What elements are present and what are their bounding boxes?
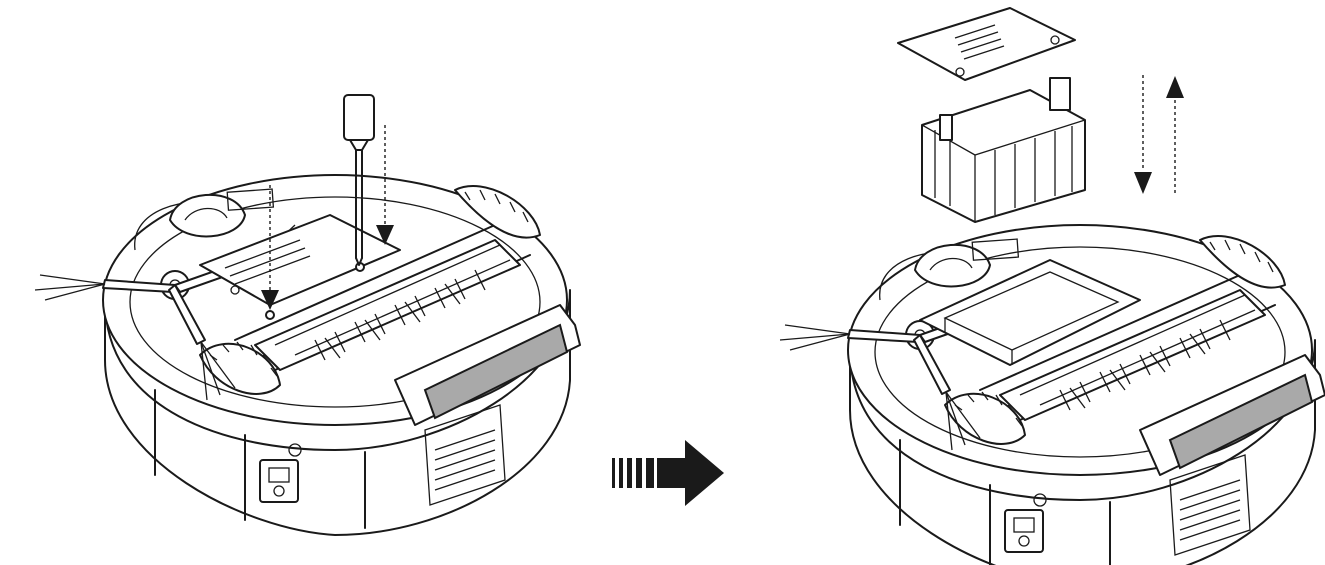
battery-pack-icon [921, 77, 1086, 223]
panel-before [34, 94, 581, 536]
remove-insert-arrows [1134, 75, 1184, 195]
screwdriver-icon [343, 94, 375, 266]
battery-cover-icon [897, 7, 1076, 81]
panel-after [779, 7, 1325, 565]
screw-icon [265, 310, 275, 320]
battery-compartment [919, 259, 1141, 366]
right-arrow-icon [612, 440, 724, 506]
screw-guide-arrows [261, 125, 394, 310]
battery-cover-closed [199, 214, 401, 320]
